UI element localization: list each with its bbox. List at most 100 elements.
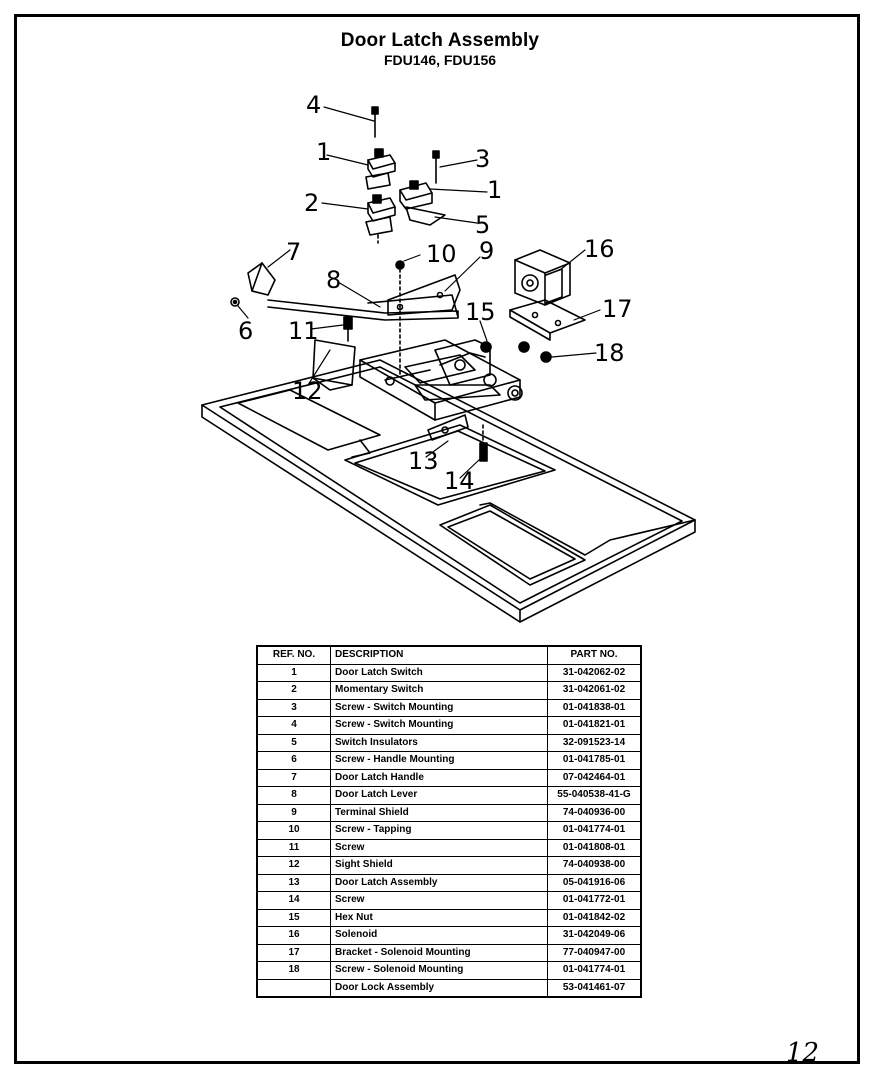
description-cell: Door Lock Assembly (330, 978, 548, 998)
part-no-cell: 01-041808-01 (547, 838, 642, 857)
ref-no-cell: 14 (256, 891, 331, 910)
description-header: DESCRIPTION (330, 645, 548, 665)
part-no-cell: 01-041838-01 (547, 698, 642, 717)
description-cell: Switch Insulators (330, 733, 548, 752)
diagram-title: Door Latch Assembly (340, 30, 540, 51)
part-no-cell: 01-041772-01 (547, 891, 642, 910)
callout-7: 7 (286, 238, 301, 266)
callout-3: 3 (475, 145, 490, 173)
ref-no-cell: 10 (256, 821, 331, 840)
switch-screws (371, 106, 440, 184)
description-cell: Screw - Handle Mounting (330, 751, 548, 770)
callout-11: 11 (288, 317, 319, 345)
screw-14 (479, 424, 488, 462)
description-cell: Door Latch Handle (330, 768, 548, 787)
description-cell: Screw - Switch Mounting (330, 716, 548, 735)
ref-no-cell: 3 (256, 698, 331, 717)
ref-no-cell: 5 (256, 733, 331, 752)
description-cell: Door Latch Assembly (330, 873, 548, 892)
screw-6 (230, 297, 240, 307)
callout-12: 12 (292, 377, 323, 405)
part-no-cell: 05-041916-06 (547, 873, 642, 892)
part-no-cell: 07-042464-01 (547, 768, 642, 787)
part-no-cell: 01-041774-01 (547, 961, 642, 980)
part-no-cell: 32-091523-14 (547, 733, 642, 752)
callout-10: 10 (426, 240, 457, 268)
part-no-header: PART NO. (547, 645, 642, 665)
callout-9: 9 (479, 237, 494, 265)
sight-shield (312, 339, 356, 391)
description-cell: Screw - Switch Mounting (330, 698, 548, 717)
part-no-cell: 01-041821-01 (547, 716, 642, 735)
callout-5: 5 (475, 211, 490, 239)
ref-no-cell: 9 (256, 803, 331, 822)
hex-nuts (480, 341, 552, 363)
latch-mechanism (359, 339, 523, 441)
ref-no-cell: 8 (256, 786, 331, 805)
callout-numbers: 4 1 3 1 2 5 7 10 9 16 8 6 11 15 17 18 12… (238, 91, 633, 495)
ref-no-cell: 13 (256, 873, 331, 892)
ref-no-cell: 11 (256, 838, 331, 857)
callout-8: 8 (326, 266, 341, 294)
diagram-subtitle: FDU146, FDU156 (383, 52, 497, 68)
solenoid-bracket (509, 299, 586, 341)
part-no-cell: 53-041461-07 (547, 978, 642, 998)
callout-16: 16 (584, 235, 615, 263)
callout-14: 14 (444, 467, 475, 495)
callout-17: 17 (602, 295, 633, 323)
part-no-cell: 31-042062-02 (547, 663, 642, 682)
ref-no-cell: 16 (256, 926, 331, 945)
terminal-shield (387, 274, 461, 316)
callout-6: 6 (238, 317, 253, 345)
callout-1b: 1 (487, 176, 502, 204)
parts-table-header: REF. NO. DESCRIPTION PART NO. (256, 645, 642, 665)
ref-no-cell (256, 978, 331, 998)
description-cell: Terminal Shield (330, 803, 548, 822)
ref-no-cell: 7 (256, 768, 331, 787)
screw-11 (343, 316, 353, 342)
part-no-cell: 55-040538-41-G (547, 786, 642, 805)
leader-lines (237, 106, 601, 479)
solenoid (514, 249, 571, 306)
part-no-cell: 01-041774-01 (547, 821, 642, 840)
part-no-cell: 01-041842-02 (547, 908, 642, 927)
description-cell: Bracket - Solenoid Mounting (330, 943, 548, 962)
part-no-cell: 31-042049-06 (547, 926, 642, 945)
latch-lever (267, 294, 459, 321)
ref-no-cell: 15 (256, 908, 331, 927)
callout-15: 15 (465, 298, 496, 326)
description-cell: Screw (330, 838, 548, 857)
description-cell: Solenoid (330, 926, 548, 945)
callout-2: 2 (304, 189, 319, 217)
screw-10 (395, 260, 405, 378)
ref-no-cell: 1 (256, 663, 331, 682)
exploded-view-diagram: 4 1 3 1 2 5 7 10 9 16 8 6 11 15 17 18 12… (201, 91, 696, 623)
callout-18: 18 (594, 339, 625, 367)
description-cell: Sight Shield (330, 856, 548, 875)
ref-no-cell: 2 (256, 681, 331, 700)
description-cell: Screw - Tapping (330, 821, 548, 840)
ref-no-cell: 6 (256, 751, 331, 770)
description-cell: Door Latch Lever (330, 786, 548, 805)
part-no-cell: 74-040938-00 (547, 856, 642, 875)
callout-4: 4 (306, 91, 321, 119)
description-cell: Screw (330, 891, 548, 910)
